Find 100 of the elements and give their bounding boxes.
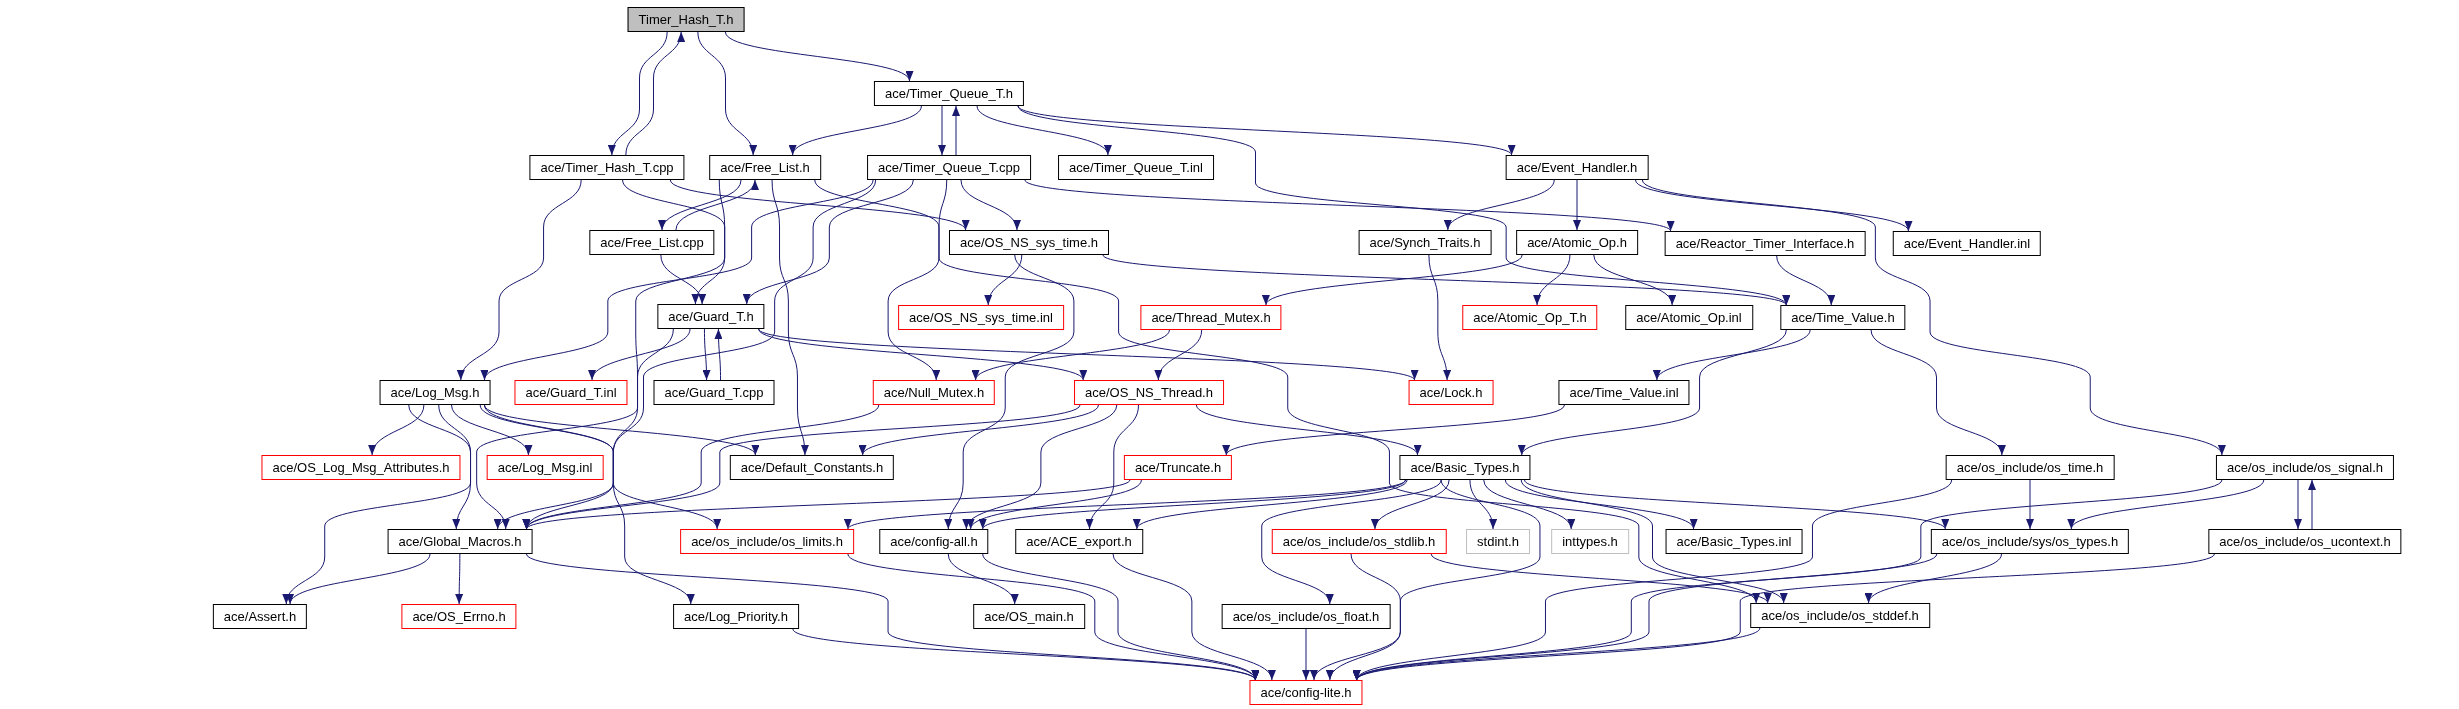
file-box: ace/Atomic_Op.inl: [1625, 305, 1753, 330]
arrow: [1447, 179, 1555, 231]
file-box: Timer_Hash_T.h: [627, 7, 745, 32]
arrow: [952, 105, 960, 156]
arrow: [483, 179, 874, 381]
file-box: ace/os_include/os_float.h: [1221, 604, 1391, 629]
arrow: [862, 404, 1099, 456]
file-box: ace/Timer_Queue_T.h: [873, 81, 1025, 106]
arrow: [438, 404, 472, 530]
arrow: [724, 31, 911, 82]
file-box: ace/Thread_Mutex.h: [1140, 305, 1282, 330]
arrow: [947, 553, 1017, 605]
file-box: ace/Free_List.cpp: [589, 230, 715, 255]
arrow: [660, 254, 705, 305]
arrow: [702, 328, 711, 381]
arrow: [1024, 179, 1672, 232]
file-box: ace/Free_List.h: [709, 155, 821, 180]
file-box: ace/config-all.h: [879, 529, 989, 554]
file-box: ace/os_include/os_stddef.h: [1750, 603, 1930, 628]
arrow: [1112, 553, 1274, 681]
file-box: ace/Default_Constants.h: [729, 455, 895, 480]
arrow: [814, 179, 1757, 604]
arrow: [1373, 479, 1450, 530]
file-box: ace/Truncate.h: [1123, 455, 1233, 480]
arrow: [608, 31, 668, 156]
arrow: [1483, 479, 1573, 530]
arrow: [745, 179, 914, 305]
file-box: ace/Log_Priority.h: [673, 604, 799, 629]
arrow: [938, 105, 946, 156]
arrow: [965, 404, 1118, 530]
arrow: [2070, 479, 2265, 530]
arrow: [289, 553, 431, 605]
file-box: ace/OS_Log_Msg_Attributes.h: [261, 455, 461, 480]
arrow: [1656, 329, 1811, 381]
file-box: ace/Reactor_Timer_Interface.h: [1664, 231, 1866, 256]
arrow: [1635, 179, 1909, 232]
file-box: ace/OS_main.h: [973, 604, 1085, 629]
arrow: [887, 179, 948, 381]
file-box: ace/Null_Mutex.h: [872, 380, 996, 405]
file-box: ace/config-lite.h: [1249, 680, 1363, 705]
file-box: ace/Guard_T.cpp: [653, 380, 775, 405]
arrow: [622, 179, 726, 305]
file-box: ace/Basic_Types.h: [1399, 455, 1531, 480]
arrow: [1356, 627, 1761, 681]
file-box: ace/os_include/sys/os_types.h: [1930, 529, 2130, 554]
arrow: [2026, 479, 2034, 530]
file-box: ace/Timer_Queue_T.cpp: [867, 155, 1031, 180]
arrow: [591, 328, 691, 381]
arrow: [1302, 628, 1310, 681]
file-box: ace/Basic_Types.inl: [1665, 529, 1803, 554]
arrow: [1504, 479, 1695, 530]
file-box: ace/Timer_Queue_T.inl: [1058, 155, 1214, 180]
arrow: [1776, 255, 1834, 306]
file-box: ace/Atomic_Op_T.h: [1462, 305, 1598, 330]
arrow: [1225, 404, 1565, 456]
arrow: [960, 179, 1020, 231]
arrow: [792, 628, 1256, 681]
file-box: ace/Assert.h: [212, 604, 308, 629]
arrow: [458, 179, 582, 381]
arrow: [483, 404, 718, 530]
arrow: [451, 404, 530, 456]
arrow: [1868, 553, 2002, 604]
file-box: ace/OS_NS_sys_time.inl: [898, 305, 1064, 330]
file-box: inttypes.h: [1551, 529, 1629, 554]
arrow: [660, 179, 742, 231]
file-box: ace/os_include/os_time.h: [1945, 455, 2115, 480]
arrow: [525, 479, 1131, 530]
arrow: [625, 31, 685, 156]
arrow: [1593, 254, 1674, 306]
file-box: ace/Guard_T.h: [657, 304, 765, 329]
arrow: [1328, 479, 1541, 681]
file-box: ace/Log_Msg.inl: [486, 455, 604, 480]
arrow: [669, 179, 967, 231]
arrow: [982, 479, 1406, 530]
arrow: [1469, 479, 1497, 530]
arrow: [1524, 479, 1946, 530]
file-box: ace/os_include/os_ucontext.h: [2208, 529, 2402, 554]
arrow: [697, 31, 757, 156]
arrow: [369, 404, 425, 456]
arrow: [1313, 553, 1401, 681]
arrow: [479, 404, 693, 605]
arrow: [1870, 329, 2004, 456]
file-box: stdint.h: [1466, 529, 1530, 554]
arrow: [1136, 479, 1408, 530]
arrow: [976, 105, 1109, 156]
file-box: ace/Timer_Hash_T.cpp: [529, 155, 685, 180]
file-box: ace/Guard_T.inl: [514, 380, 628, 405]
arrow: [1195, 404, 1419, 456]
arrow: [1102, 254, 1787, 306]
arrow: [771, 179, 809, 456]
arrow: [1261, 479, 1442, 605]
arrow: [1265, 254, 1523, 306]
arrow: [1086, 404, 1139, 530]
arrow: [970, 479, 1142, 530]
arrow: [975, 329, 1170, 381]
arrow: [455, 553, 464, 605]
file-box: ace/Log_Msg.h: [379, 380, 491, 405]
file-box: ace/Event_Handler.h: [1505, 155, 1649, 180]
file-box: ace/os_include/os_limits.h: [680, 529, 854, 554]
file-box: ace/OS_NS_Thread.h: [1074, 380, 1224, 405]
